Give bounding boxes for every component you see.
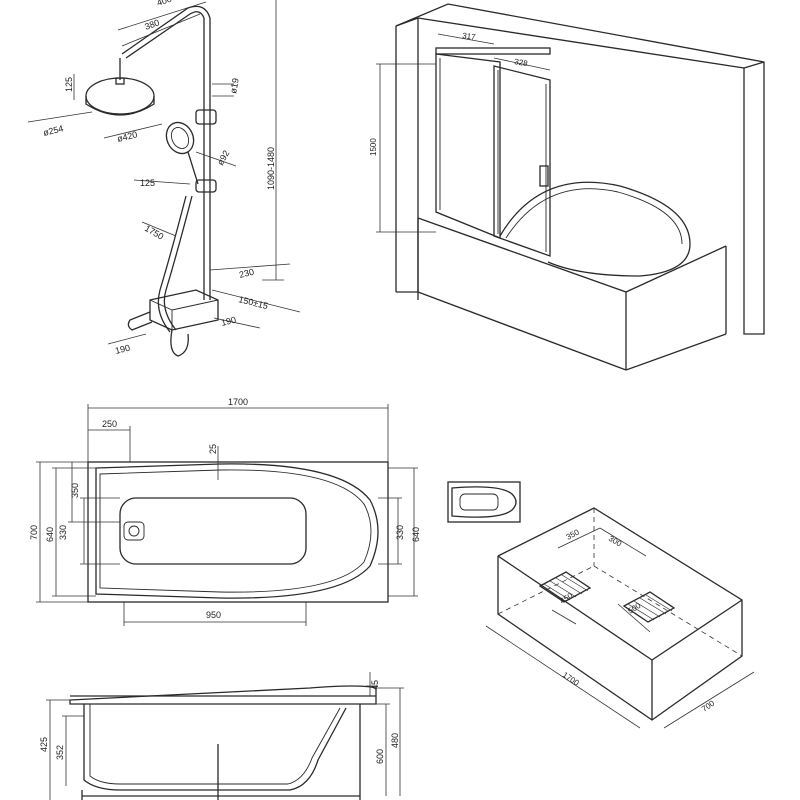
- dim-side-total-height: 425: [39, 737, 49, 752]
- dim-niche-350: 350: [565, 527, 581, 541]
- dim-hand-diameter: ø92: [215, 149, 231, 167]
- dim-shower-top: 400: [156, 0, 173, 8]
- dim-box-width: 700: [700, 698, 717, 713]
- dim-bottom-width-left: 330: [58, 525, 68, 540]
- dim-box-length: 1700: [561, 670, 581, 688]
- bath-plan-drawing: 1700 250 25 700 640 350 330 330 640 950: [29, 397, 421, 626]
- dim-head-diameter-small: ø254: [42, 123, 64, 138]
- dim-head-offset: 250: [102, 419, 117, 429]
- dim-side-rim: 45: [370, 680, 380, 690]
- dim-niche-300: 300: [607, 534, 624, 549]
- shower-column-drawing: 400 380 125 ø254 ø420 ø19 1090-1480 ø92 …: [27, 0, 301, 357]
- dim-side-600: 600: [375, 749, 385, 764]
- dim-niche-450: 450: [558, 591, 575, 606]
- bath-screen-drawing: 317 328 1500: [369, 3, 765, 371]
- dim-panel-1: 317: [462, 31, 477, 42]
- dim-side-480: 480: [390, 733, 400, 748]
- dim-hand-width: 125: [140, 178, 155, 188]
- dim-spout-projection: 190: [220, 315, 237, 328]
- dim-pipe-diameter: ø19: [228, 77, 241, 94]
- dim-center-distance: 150±15: [238, 294, 269, 311]
- dim-bath-length: 1700: [228, 397, 248, 407]
- niche-box-drawing: 350 300 450 500 1700 700: [485, 507, 755, 729]
- dim-bath-width: 700: [29, 525, 39, 540]
- dim-side-depth: 352: [55, 745, 65, 760]
- dim-panel-2: 328: [514, 57, 529, 68]
- dim-rim-width: 25: [208, 444, 218, 454]
- dim-column-height: 1090-1480: [266, 147, 276, 190]
- dim-bottom-width-right: 330: [395, 525, 405, 540]
- dim-mixer-height: 230: [238, 267, 255, 280]
- dim-screen-height: 1500: [369, 138, 378, 156]
- dim-shower-arm: 380: [143, 17, 161, 32]
- dim-bottom-length: 950: [206, 610, 221, 620]
- dim-hose-length: 1750: [143, 223, 165, 242]
- dim-head-diameter-large: ø420: [116, 129, 138, 144]
- dim-inner-width-left: 640: [45, 527, 55, 542]
- bath-thumbnail: [447, 481, 521, 523]
- dim-drain-offset: 350: [70, 483, 80, 498]
- dim-spout-length: 190: [114, 343, 131, 356]
- dim-head-height: 125: [64, 77, 74, 92]
- dim-inner-width-right: 640: [411, 527, 421, 542]
- bath-side-drawing: 425 352 45 600 480: [39, 672, 404, 800]
